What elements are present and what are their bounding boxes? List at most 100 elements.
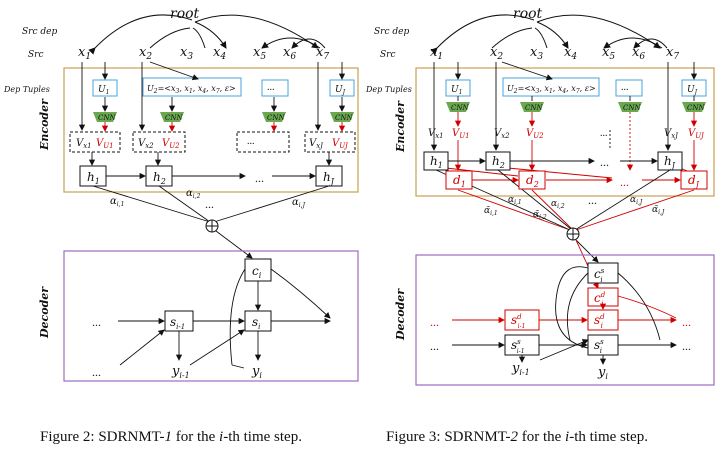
source-tokens: x1 x2 x3 x4 x5 x6 x7 [430, 45, 679, 62]
figure-3: root Src dep Src Dep Tuples x1 x2 x3 x4 … [365, 6, 715, 445]
context-c: ci [252, 264, 262, 280]
v-x1: Vx1 [428, 128, 444, 140]
encoder-label: Encoder [394, 100, 407, 153]
token-x6: x6 [283, 45, 296, 62]
root-label: root [170, 6, 200, 22]
alpha-dots: ... [588, 193, 597, 207]
d-2: d2 [526, 173, 539, 189]
encoder-recurrence [88, 152, 333, 223]
dep-tuples-label: Dep Tuples [3, 85, 50, 94]
v-uj: VUJ [332, 138, 349, 150]
decoder-box [63, 250, 359, 382]
alpha-i1: αi,1 [508, 195, 522, 206]
v-u1: VU1 [452, 128, 470, 140]
dependency-arcs [430, 14, 668, 55]
token-x1: x1 [430, 45, 443, 62]
figure-2-caption: Figure 2: SDRNMT-1 for the i-th time ste… [40, 429, 302, 445]
cnn-label: CNN [687, 104, 705, 112]
alpha-i2: αi,2 [551, 199, 565, 210]
y-cur: yi [597, 365, 608, 381]
src-label: Src [28, 50, 44, 60]
encoder-box [63, 67, 359, 193]
v-x2: Vx2 [494, 128, 510, 140]
tuple-uj: UJ [687, 85, 698, 96]
h-2: h2 [153, 170, 166, 186]
s-prev: si-1 [170, 315, 185, 331]
sum-node [205, 219, 219, 233]
tuple-u2: U2=<x3, x1, x4, x7, ε> [147, 84, 236, 95]
tuple-uj-box [329, 79, 355, 97]
root-label: root [513, 6, 543, 22]
token-x1: x1 [78, 45, 91, 62]
input-connectors [430, 61, 698, 151]
dec-dots-red-right: ... [682, 315, 691, 329]
token-x7: x7 [316, 45, 329, 62]
y-cur: yi [251, 364, 262, 380]
token-x7: x7 [666, 45, 679, 62]
decoder-label: Decoder [38, 286, 51, 339]
tuple-u1: U1 [98, 85, 109, 96]
dec-dots-right: ... [682, 339, 691, 353]
v-uj: VUJ [688, 128, 705, 140]
cnn-blocks: CNN CNN CNN CNN [93, 112, 354, 122]
decoder-connectors [118, 268, 331, 369]
dec-dots-left: ... [430, 339, 439, 353]
cnn-label: CNN [165, 114, 183, 122]
attention-weights: α̃i,1 αi,1 α̃i,2 αi,2 αi,J α̃i,J ... [484, 193, 665, 221]
h-1: h1 [430, 154, 443, 170]
h-1: h1 [87, 170, 100, 186]
tuple-dots-box [615, 79, 643, 97]
alpha-tilde-i2: α̃i,2 [533, 209, 547, 221]
input-connectors [78, 61, 346, 131]
dec-dots-left-top: ... [92, 315, 101, 329]
token-x2: x2 [139, 45, 152, 62]
figure-3-caption: Figure 3: SDRNMT-2 for the i-th time ste… [386, 429, 648, 445]
decoder-label: Decoder [394, 288, 407, 341]
v-u2: VU2 [162, 138, 180, 150]
h-j: hJ [323, 170, 335, 186]
sum-node [566, 227, 580, 241]
alpha-i2: αi,2 [186, 188, 201, 200]
src-label: Src [380, 50, 396, 60]
cnn-label: CNN [267, 114, 285, 122]
token-x4: x4 [564, 45, 577, 62]
token-x3: x3 [180, 45, 193, 62]
decoder-states: ci si-1 si ... ... yi-1 yi [92, 258, 272, 380]
decoder-red-connectors [452, 295, 677, 324]
decoder-box [415, 254, 715, 386]
tuple-dots: ... [621, 82, 629, 93]
cnn-label: CNN [451, 104, 469, 112]
h-dots: ... [255, 171, 264, 185]
hidden-states: h1 h2 hJ ... [423, 151, 683, 171]
d-1: d1 [453, 173, 466, 189]
token-x3: x3 [530, 45, 543, 62]
v-x2: Vx2 [138, 138, 154, 150]
tuple-uj: UJ [335, 85, 346, 96]
d-j: dJ [688, 173, 700, 189]
v-dots: ... [600, 128, 608, 139]
decoder-connectors [452, 266, 677, 365]
token-x2: x2 [490, 45, 503, 62]
encoder-recurrence [435, 157, 671, 231]
s-cur: si [252, 315, 260, 331]
figure-2: root Src dep Src Dep Tuples x1 x2 x3 x4 … [3, 6, 359, 445]
token-x5: x5 [253, 45, 266, 62]
alpha-dots: ... [205, 197, 214, 211]
cnn-label: CNN [525, 104, 543, 112]
dependency-arcs [88, 14, 326, 55]
tuple-dots-box [261, 79, 289, 97]
v-u1: VU1 [96, 138, 114, 150]
src-dep-label: Src dep [374, 27, 409, 37]
encoder-box [415, 67, 715, 197]
cnn-label: CNN [98, 114, 116, 122]
red-connectors [445, 112, 698, 231]
token-x4: x4 [213, 45, 226, 62]
tuple-dots: ... [267, 82, 275, 93]
tuple-u1-box [92, 79, 118, 97]
